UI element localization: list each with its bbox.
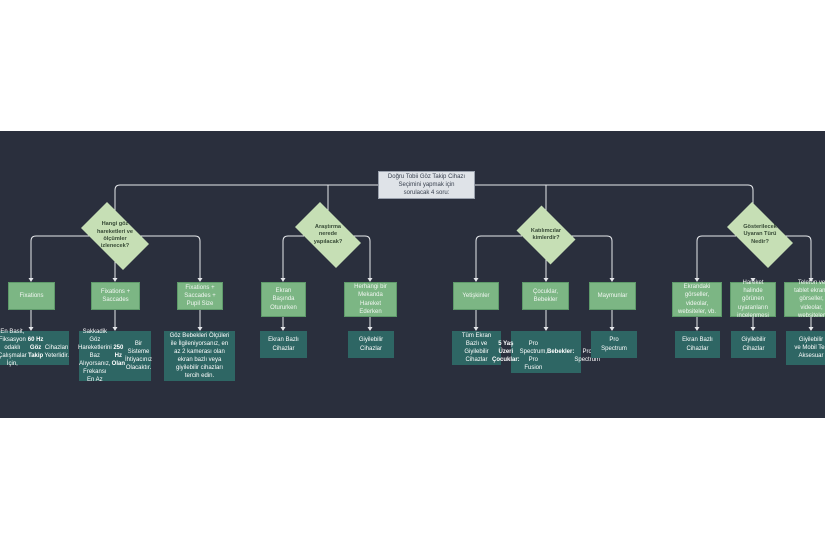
answer-all-devices: Tüm Ekran Bazlı ve Giyilebilir Cihazlar	[452, 331, 501, 365]
question-stimulus-type: Gösterilecek Uyaran Türü Nedir?	[719, 202, 801, 268]
answer-children-devices: 5 Yaş Üzeri Çocuklar: Pro Spectrum, Pro …	[492, 331, 600, 373]
option-moving-stimuli: Hareket halinde görünen uyaranların ince…	[730, 280, 776, 319]
option-fixations-saccades: Fixations + Saccades	[91, 282, 140, 310]
option-monkeys: Maymunlar	[589, 282, 636, 310]
question-research-location: Araştırma nerede yapılacak?	[287, 202, 369, 268]
answer-250hz: Sakkadik Göz Hareketlerini Baz Alıyorsan…	[77, 328, 153, 384]
option-adults: Yetişkinler	[453, 282, 499, 310]
option-mobile-stimuli: Telefon ve tablet ekranı, görseller, vid…	[784, 280, 825, 319]
answer-wearable: Giyilebilir Cihazlar	[348, 331, 394, 358]
answer-pro-spectrum: Pro Spectrum	[591, 331, 637, 358]
question-eye-movements: Hangi göz hareketleri ve ölçümler izlene…	[73, 202, 157, 270]
answer-screen-based: Ekran Bazlı Cihazlar	[260, 331, 307, 358]
option-at-screen: Ekran Başında Otururken	[261, 282, 306, 317]
option-screen-stimuli: Ekrandaki görseller, videolar, websitele…	[672, 282, 722, 317]
option-children: Çocuklar, Bebekler	[522, 282, 569, 310]
answer-wearable-2: Giyilebilir Cihazlar	[731, 331, 776, 358]
option-fixations: Fixations	[8, 282, 55, 310]
answer-screen-based-2: Ekran Bazlı Cihazlar	[675, 331, 720, 358]
root-question-box: Doğru Tobii Göz Takip Cihazı Seçimini ya…	[378, 171, 475, 199]
option-moving: Herhangi bir Mekanda Hareket Ederken	[344, 282, 397, 317]
answer-pupil: Göz Bebekleri Ölçüleri ile İlgileniyorsa…	[164, 331, 235, 381]
answer-60hz: En Basit, Fiksasyon odaklı Çalışmalar İç…	[0, 328, 69, 368]
flowchart-panel: Doğru Tobii Göz Takip Cihazı Seçimini ya…	[0, 131, 825, 418]
question-participants: Katılımcılar kimlerdir?	[512, 205, 580, 265]
option-fixations-saccades-pupil: Fixations + Saccades + Pupil Size	[177, 282, 223, 310]
answer-mobile-accessory: Giyilebilir ve Mobil Tes Aksesuar	[786, 331, 825, 365]
